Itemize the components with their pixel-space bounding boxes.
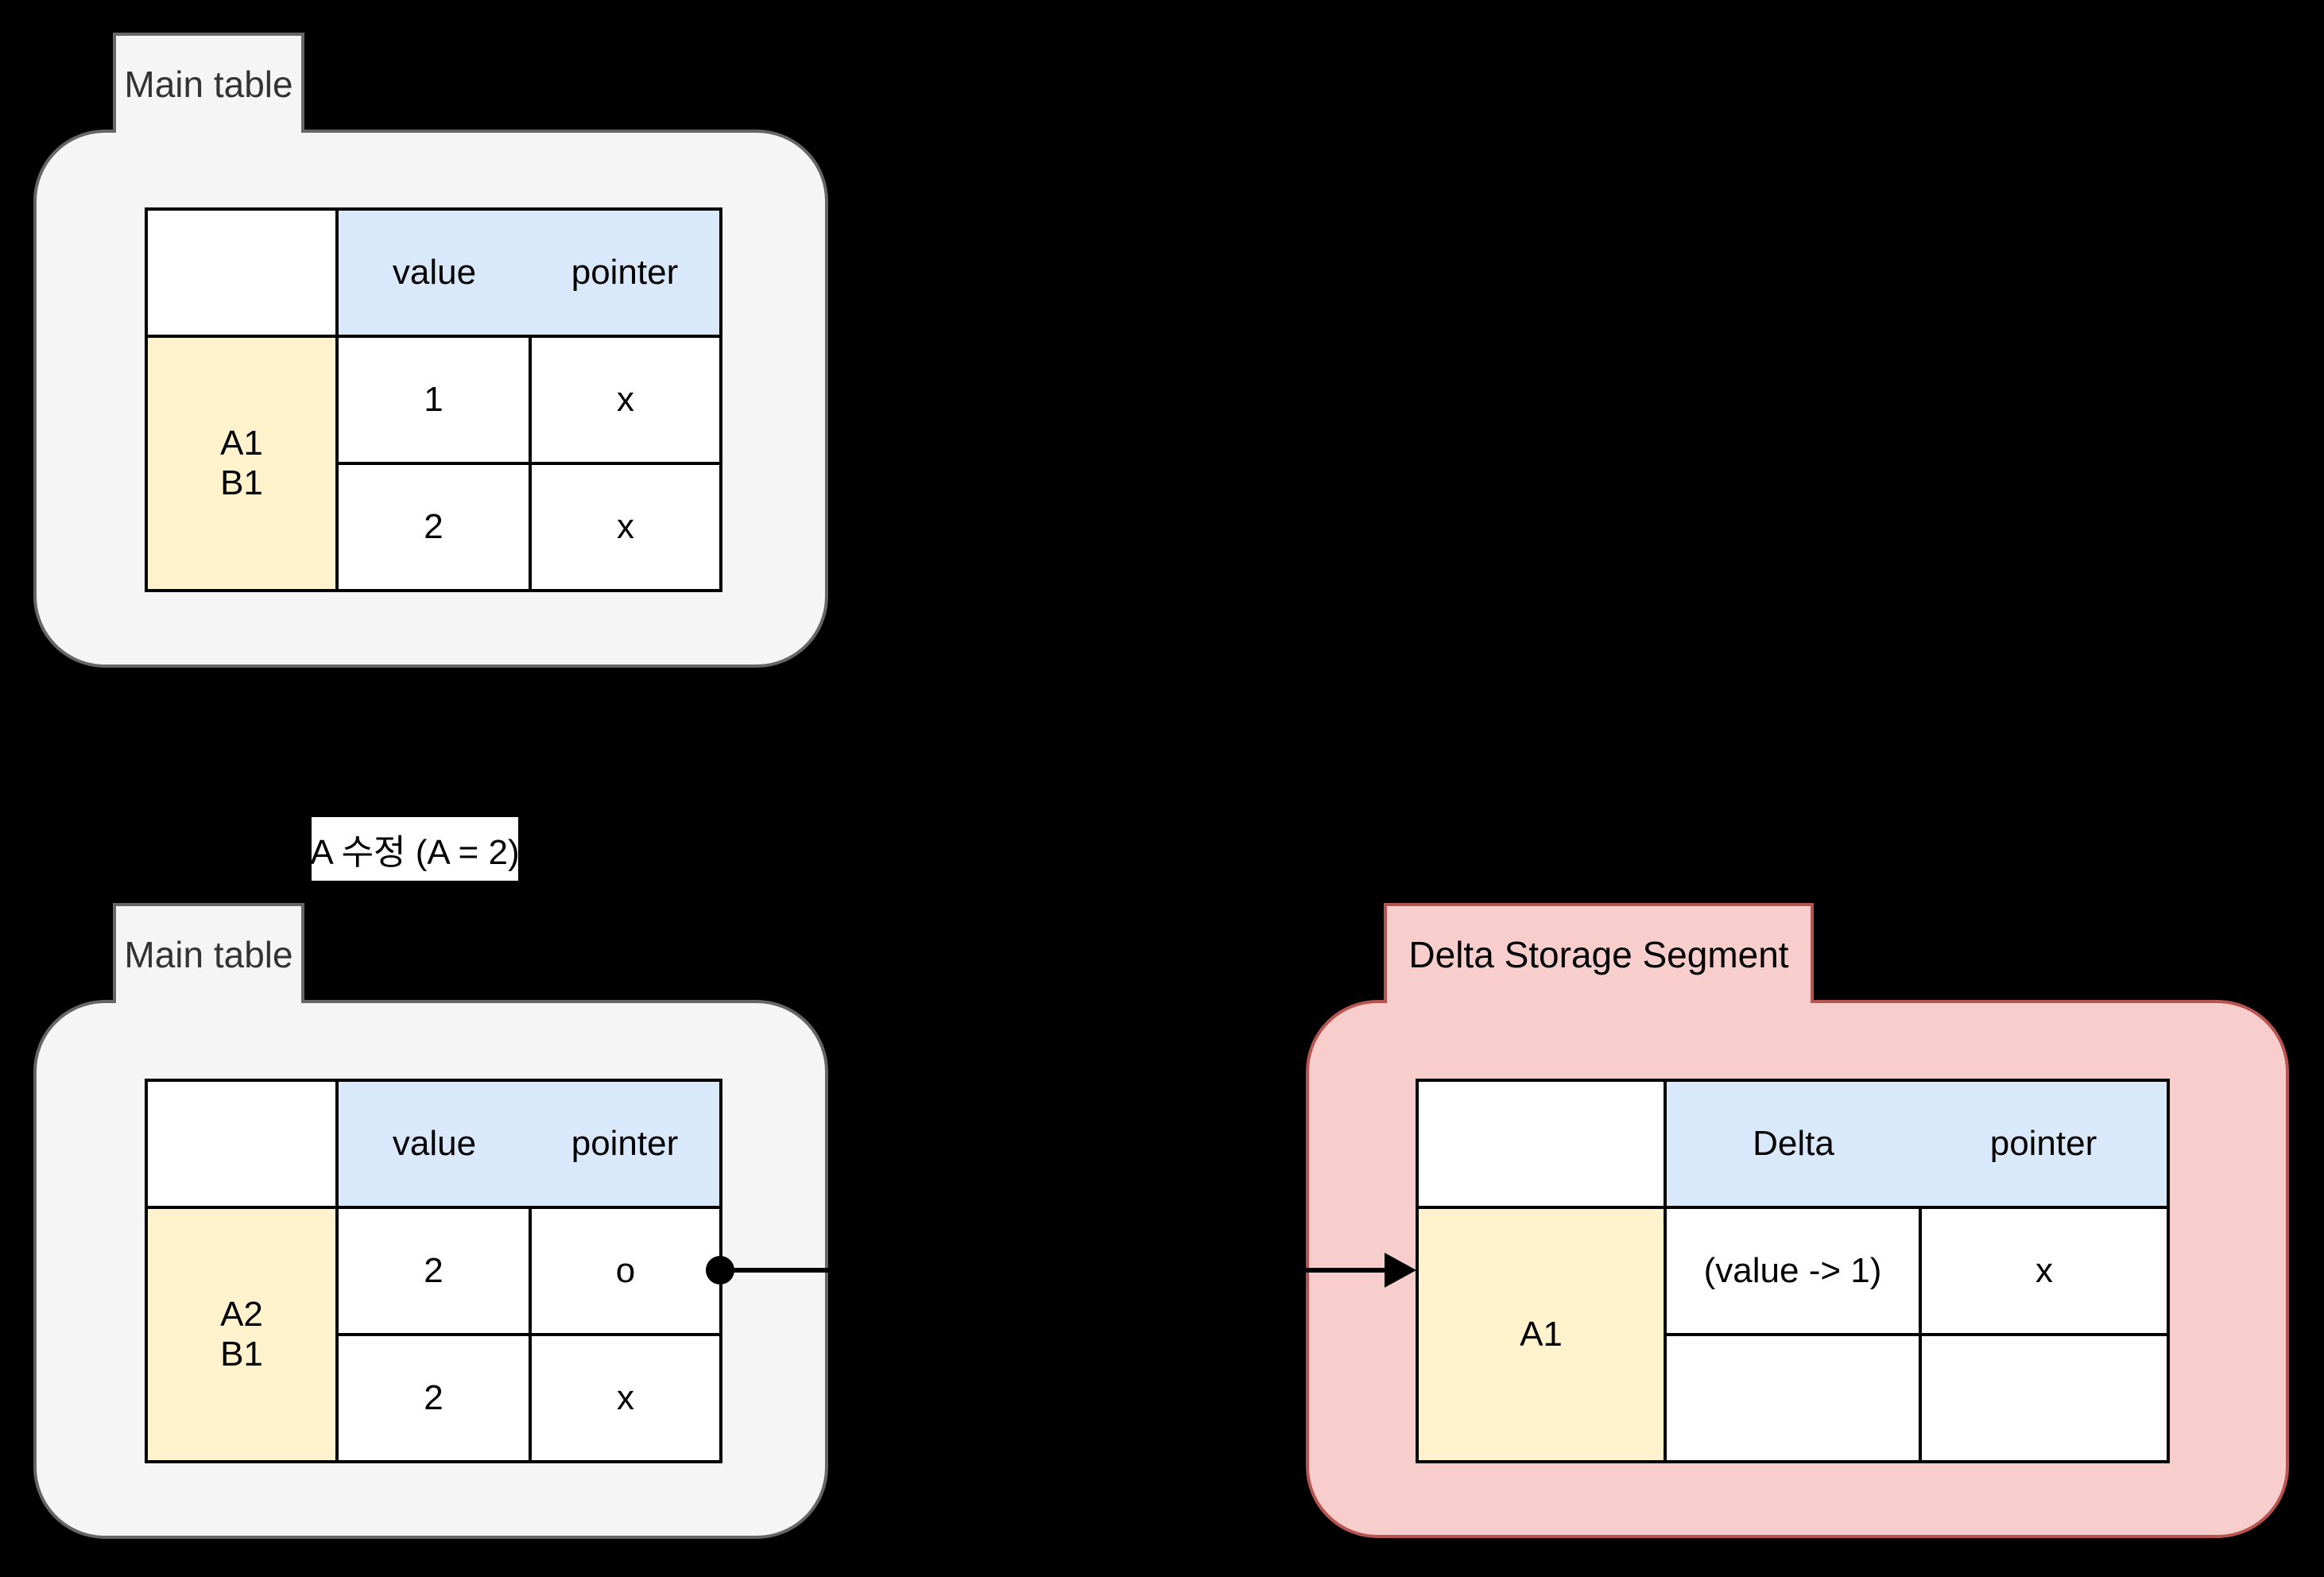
- table-row: A2 B1 2 o: [145, 1206, 722, 1463]
- row-label-stack: A1: [1420, 1315, 1662, 1354]
- row-label-column: A1: [1416, 1206, 1667, 1463]
- corner-cell: [1416, 1079, 1667, 1209]
- row-label: A1: [1520, 1315, 1563, 1354]
- pointer-cell: x: [529, 335, 722, 465]
- column-header-cell: Delta pointer: [1664, 1079, 2170, 1209]
- delta-segment-tab: Delta Storage Segment: [1384, 903, 1814, 1003]
- delta-cell: [1663, 1333, 1923, 1463]
- column-header-delta: Delta: [1753, 1124, 1834, 1163]
- row-label-column: A1 B1: [145, 335, 339, 592]
- main-table-after-tab: Main table: [113, 903, 304, 1003]
- column-header-cell: value pointer: [335, 207, 722, 338]
- table-row: A1 B1 1 x: [145, 335, 722, 592]
- main-table-before: value pointer A1 B1 1 x 2 x: [145, 207, 722, 592]
- row-label: A1: [220, 424, 263, 463]
- table-row: 2 x: [146, 1333, 722, 1463]
- value-cell: 2: [335, 462, 532, 592]
- column-header-split: value pointer: [340, 1124, 718, 1164]
- value-cell: 1: [335, 335, 532, 465]
- table-row: 2 x: [146, 462, 722, 592]
- column-header-pointer: pointer: [571, 1124, 679, 1163]
- row-label-column: A2 B1: [145, 1206, 339, 1463]
- main-table-before-tab-label: Main table: [124, 64, 293, 105]
- row-label-stack: A2 B1: [149, 1295, 334, 1374]
- row-label-stack: A1 B1: [149, 424, 334, 503]
- column-header-split: Delta pointer: [1668, 1124, 2165, 1164]
- pointer-cell: [1919, 1333, 2170, 1463]
- column-header-pointer: pointer: [1989, 1124, 2097, 1163]
- column-header-value: value: [392, 1124, 477, 1163]
- connector-source-dot: [706, 1256, 734, 1284]
- column-header-pointer: pointer: [571, 253, 679, 292]
- row-label: A2: [220, 1295, 263, 1334]
- column-header-split: value pointer: [340, 253, 718, 293]
- pointer-cell: x: [529, 1333, 722, 1463]
- value-cell: 2: [335, 1333, 532, 1463]
- table-row: A1 (value -> 1) x: [1416, 1206, 2170, 1463]
- corner-cell: [145, 207, 339, 338]
- modification-label: A 수정 (A = 2): [310, 817, 520, 881]
- main-table-after: value pointer A2 B1 2 o 2 x: [145, 1079, 722, 1463]
- corner-cell: [145, 1079, 339, 1209]
- pointer-cell: o: [529, 1206, 722, 1336]
- pointer-cell: x: [1919, 1206, 2170, 1336]
- delta-segment-table: Delta pointer A1 (value -> 1) x: [1416, 1079, 2170, 1463]
- pointer-cell: x: [529, 462, 722, 592]
- value-cell: 2: [335, 1206, 532, 1336]
- row-label: B1: [220, 1335, 263, 1374]
- delta-segment-tab-label: Delta Storage Segment: [1408, 934, 1789, 975]
- table-row: [1417, 1333, 2170, 1463]
- main-table-after-tab-label: Main table: [124, 934, 293, 975]
- header-row: value pointer: [145, 207, 722, 338]
- header-row: Delta pointer: [1416, 1079, 2170, 1209]
- column-header-value: value: [392, 253, 477, 292]
- connector-arrowhead-icon: [1385, 1253, 1416, 1288]
- row-label: B1: [220, 463, 263, 502]
- header-row: value pointer: [145, 1079, 722, 1209]
- main-table-before-tab: Main table: [113, 33, 304, 133]
- column-header-cell: value pointer: [335, 1079, 722, 1209]
- connector-line: [716, 1268, 1390, 1273]
- delta-cell: (value -> 1): [1663, 1206, 1923, 1336]
